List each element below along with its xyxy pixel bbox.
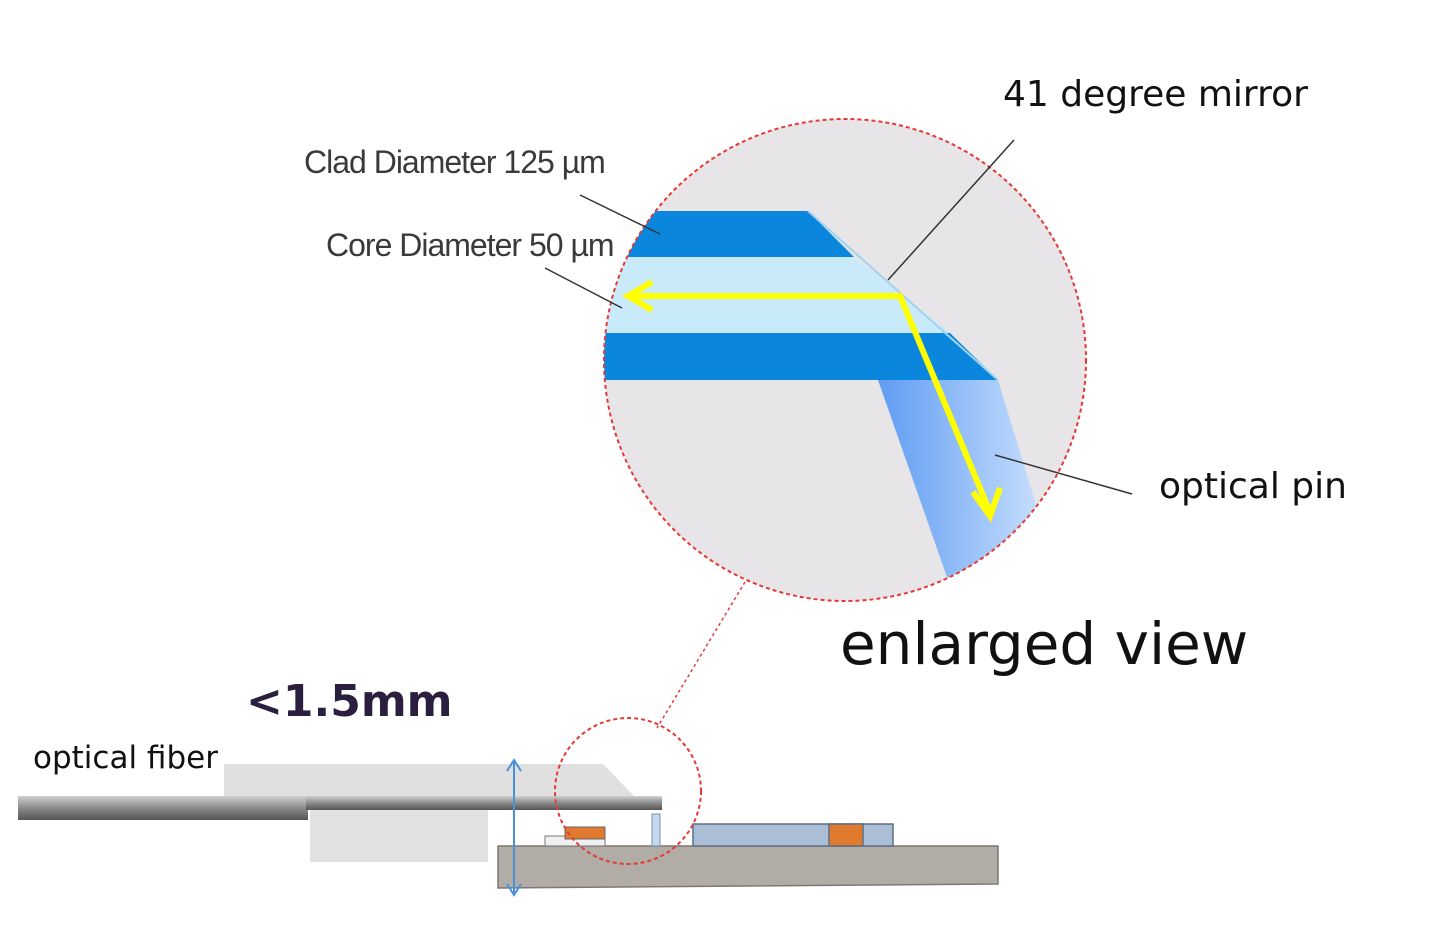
height-dimension-label: <1.5mm	[246, 676, 453, 727]
mirror-leader-line	[887, 139, 1015, 281]
core-leader-line	[544, 267, 623, 309]
enlarged-view-group	[544, 118, 1133, 729]
chip-solder-pad	[828, 823, 864, 847]
small-chip-pad	[564, 826, 606, 840]
fiber-holder-top	[224, 764, 636, 798]
zoom-connector-line	[656, 581, 746, 729]
small-optical-pin	[651, 813, 661, 847]
light-path-line	[630, 293, 993, 514]
pin-leader-line	[994, 454, 1133, 495]
lower-clad-layer	[604, 333, 998, 380]
optical-fiber-inner	[306, 796, 662, 810]
clad-diameter-label: Clad Diameter 125 µm	[304, 144, 605, 180]
light-path-arrowhead-left	[622, 279, 654, 313]
clad-leader-line	[579, 194, 661, 235]
mirror-label: 41 degree mirror	[1003, 74, 1308, 115]
core-diameter-label: Core Diameter 50 µm	[326, 227, 614, 263]
enlarged-view-label: enlarged view	[840, 610, 1248, 678]
assembly-group	[18, 717, 999, 897]
small-zoom-circle	[554, 717, 702, 865]
optical-fiber-outer	[18, 796, 308, 820]
height-dimension-arrow	[506, 758, 522, 897]
substrate	[497, 845, 999, 889]
optical-pin-label: optical pin	[1159, 466, 1347, 507]
upper-clad-layer	[604, 211, 854, 257]
light-path-arrowhead-down	[970, 486, 1003, 523]
light-path	[622, 279, 1003, 523]
zoom-circle-outline	[603, 118, 1087, 602]
optical-fiber-label: optical fiber	[33, 740, 218, 776]
